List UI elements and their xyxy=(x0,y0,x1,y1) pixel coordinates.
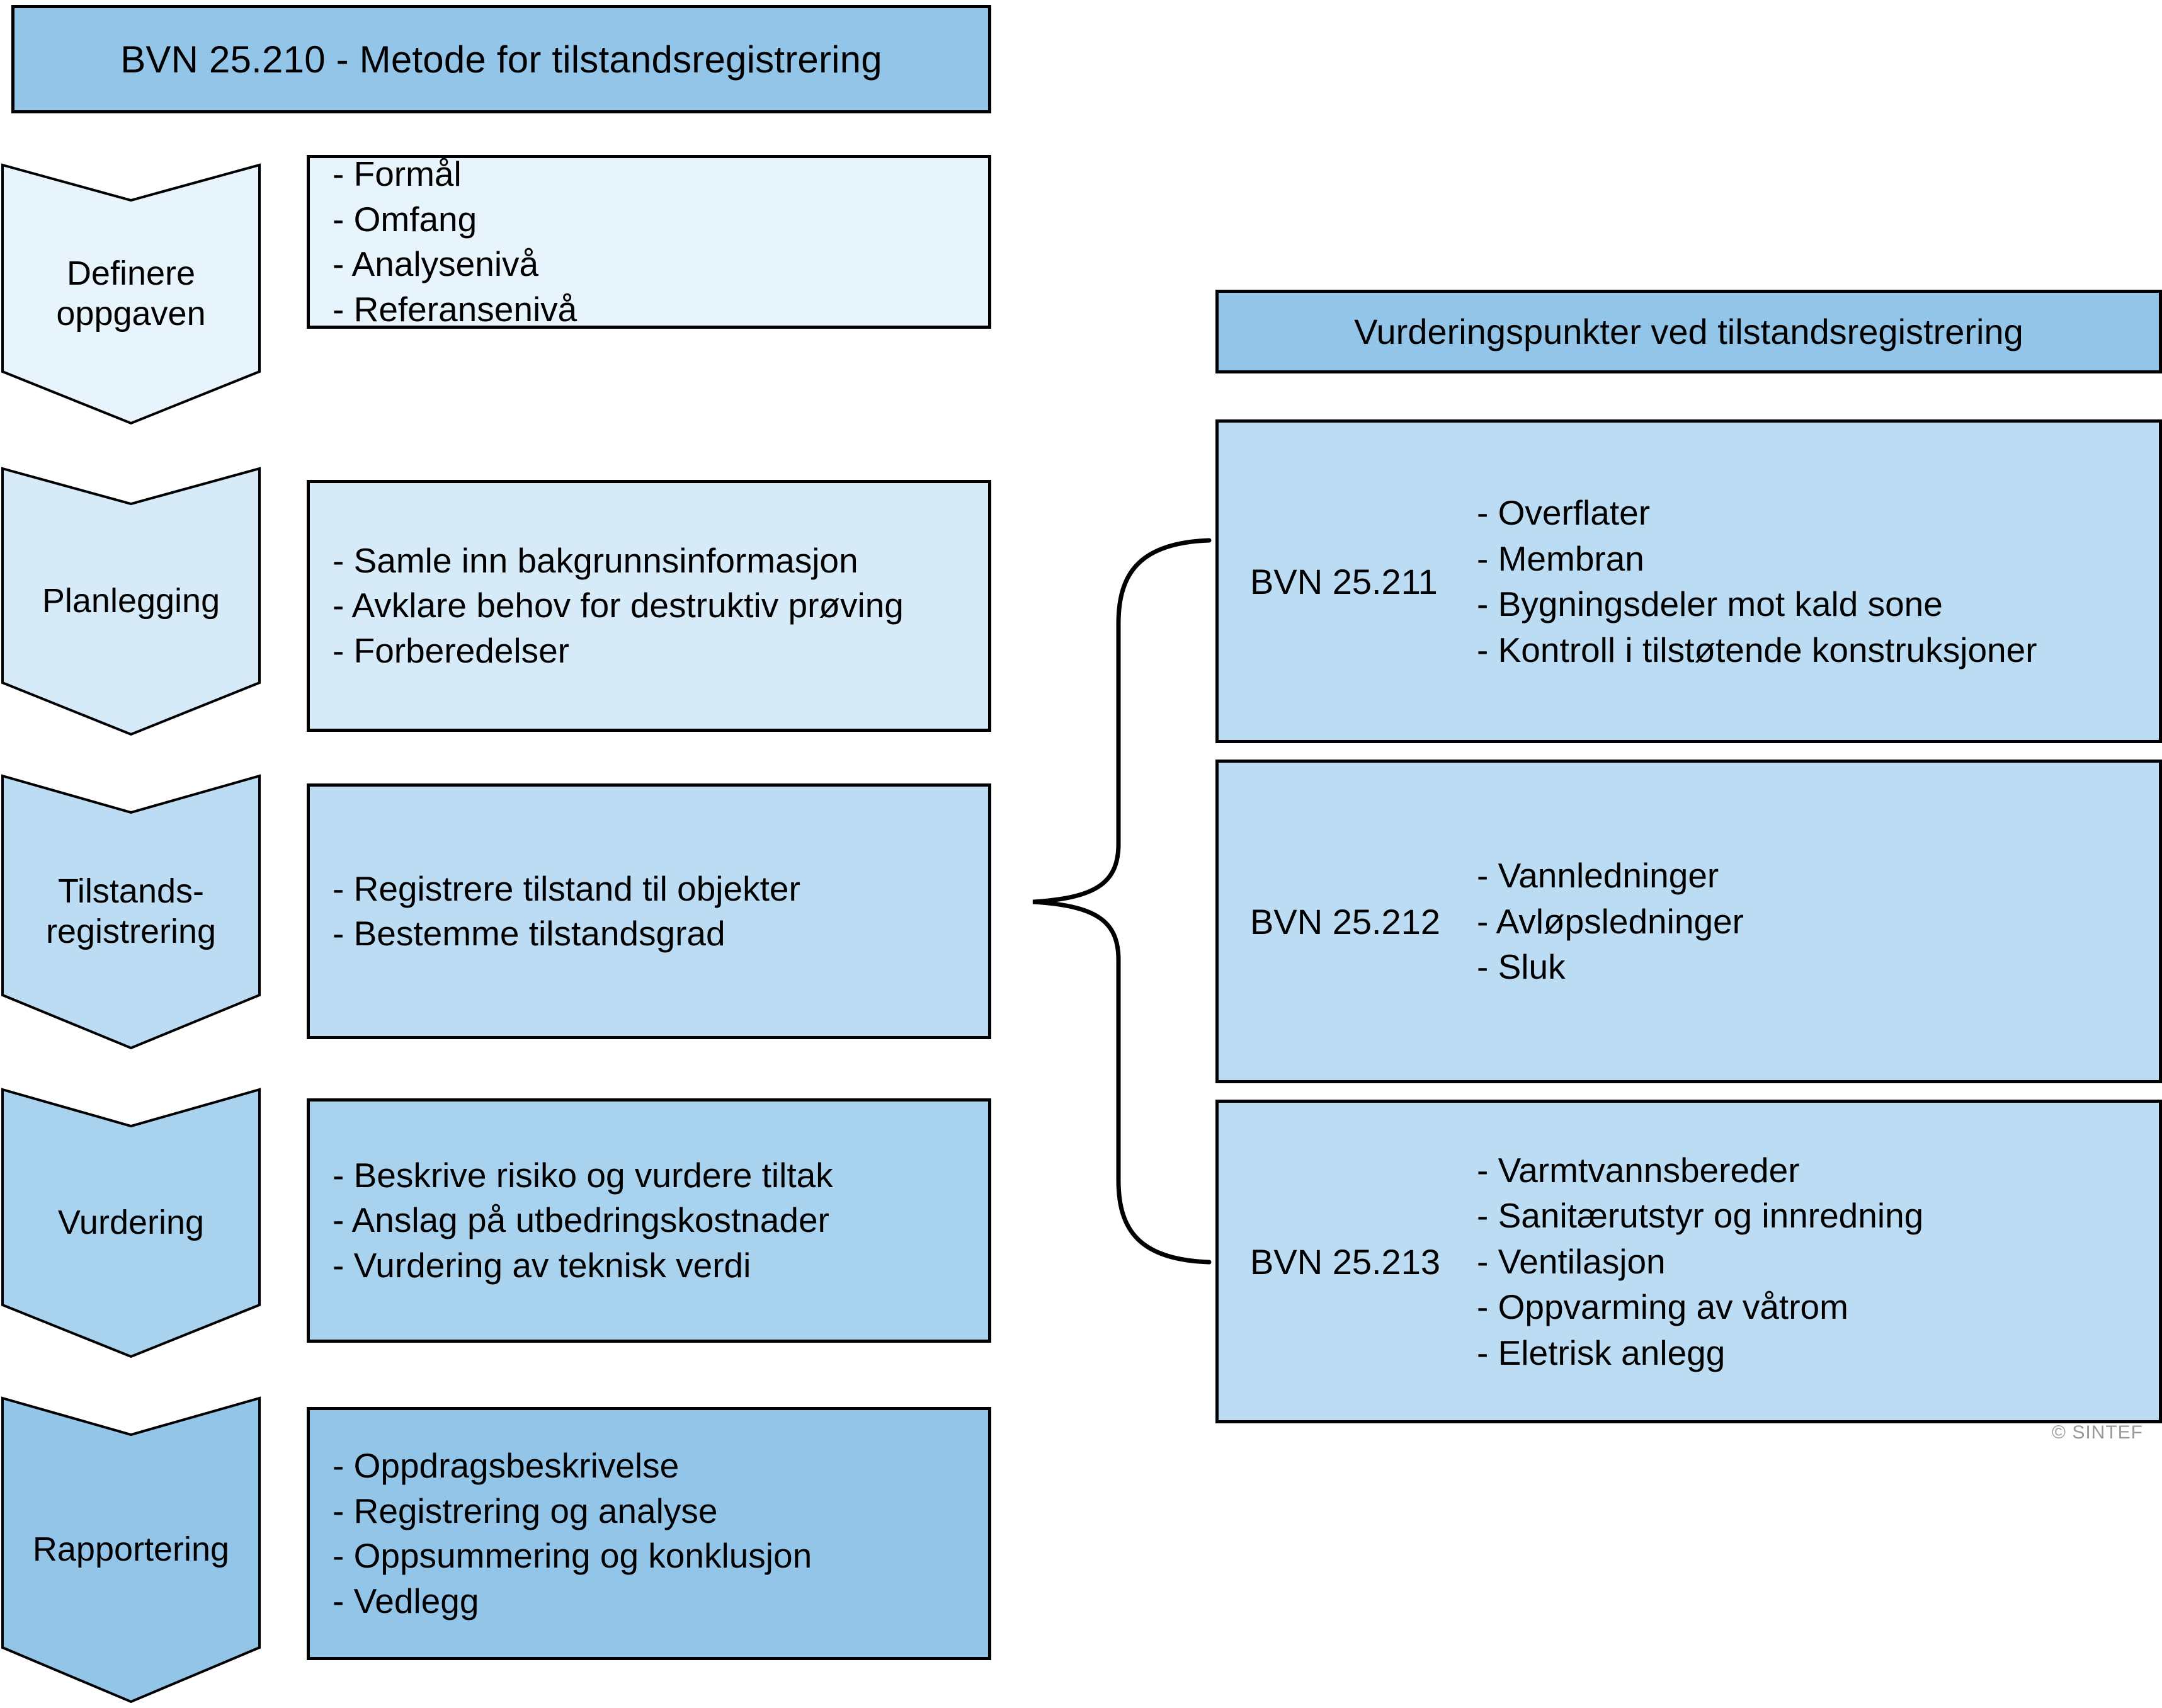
chevron-shape-icon xyxy=(1,467,261,736)
process-detail-list-2: - Registrere tilstand til objekter - Bes… xyxy=(333,868,800,954)
right-panel-header: Vurderingspunkter ved tilstandsregistrer… xyxy=(1215,290,2162,373)
process-step-label-3: Vurdering xyxy=(57,1204,205,1242)
reference-points-0: - Overflater - Membran - Bygningsdeler m… xyxy=(1477,493,2037,669)
chevron-polygon xyxy=(1,774,261,1050)
right-panel-header-text: Vurderingspunkter ved tilstandsregistrer… xyxy=(1354,312,2023,351)
process-detail-box-vurdering: - Beskrive risiko og vurdere tiltak - An… xyxy=(307,1098,991,1343)
chevron-polygon xyxy=(1,163,261,425)
process-step-chevron-definere-oppgaven: Definere oppgaven xyxy=(1,162,261,426)
copyright-notice: © SINTEF xyxy=(2051,1422,2143,1443)
reference-code-2: BVN 25.213 xyxy=(1250,1241,1440,1282)
process-detail-list-1: - Samle inn bakgrunnsinformasjon - Avkla… xyxy=(333,540,904,670)
process-step-label-0: Definere oppgaven xyxy=(56,254,206,333)
chevron-shape-icon xyxy=(1,774,261,1050)
chevron-shape-icon xyxy=(1,1396,261,1704)
brace-path xyxy=(1032,538,1212,1265)
reference-points-1: - Vannledninger - Avløpsledninger - Sluk xyxy=(1477,856,1744,987)
process-step-label-1: Planlegging xyxy=(42,582,220,620)
reference-box-bvn-25-212: BVN 25.212 - Vannledninger - Avløpsledni… xyxy=(1215,760,2162,1083)
process-detail-list-4: - Oppdragsbeskrivelse - Registrering og … xyxy=(333,1446,812,1620)
process-detail-list-3: - Beskrive risiko og vurdere tiltak - An… xyxy=(333,1155,833,1285)
process-step-chevron-vurdering: Vurdering xyxy=(1,1087,261,1359)
process-detail-box-tilstandsregistrering: - Registrere tilstand til objekter - Bes… xyxy=(307,783,991,1039)
chevron-polygon xyxy=(1,467,261,736)
process-detail-box-definere-oppgaven: - Formål - Omfang - Analysenivå - Refera… xyxy=(307,154,991,329)
process-step-chevron-tilstandsregistrering: Tilstands- registrering xyxy=(1,773,261,1050)
diagram-title-text: BVN 25.210 - Metode for tilstandsregistr… xyxy=(120,38,882,81)
reference-code-1: BVN 25.212 xyxy=(1250,901,1440,942)
reference-code-0: BVN 25.211 xyxy=(1250,561,1438,601)
chevron-shape-icon xyxy=(1,163,261,425)
chevron-polygon xyxy=(1,1396,261,1704)
chevron-polygon xyxy=(1,1088,261,1358)
diagram-title-box: BVN 25.210 - Metode for tilstandsregistr… xyxy=(11,5,991,113)
process-step-label-2: Tilstands- registrering xyxy=(45,872,217,950)
process-step-label-4: Rapportering xyxy=(32,1530,230,1569)
reference-box-bvn-25-211: BVN 25.211 - Overflater - Membran - Bygn… xyxy=(1215,419,2162,743)
process-detail-box-rapportering: - Oppdragsbeskrivelse - Registrering og … xyxy=(307,1407,991,1660)
grouping-brace-icon xyxy=(1032,538,1212,1265)
process-detail-box-planlegging: - Samle inn bakgrunnsinformasjon - Avkla… xyxy=(307,480,991,732)
reference-points-2: - Varmtvannsbereder - Sanitærutstyr og i… xyxy=(1477,1150,1924,1372)
process-step-chevron-planlegging: Planlegging xyxy=(1,466,261,737)
process-step-chevron-rapportering: Rapportering xyxy=(1,1396,261,1704)
reference-box-bvn-25-213: BVN 25.213 - Varmtvannsbereder - Sanitær… xyxy=(1215,1100,2162,1423)
chevron-shape-icon xyxy=(1,1088,261,1358)
process-detail-list-0: - Formål - Omfang - Analysenivå - Refera… xyxy=(333,154,577,329)
